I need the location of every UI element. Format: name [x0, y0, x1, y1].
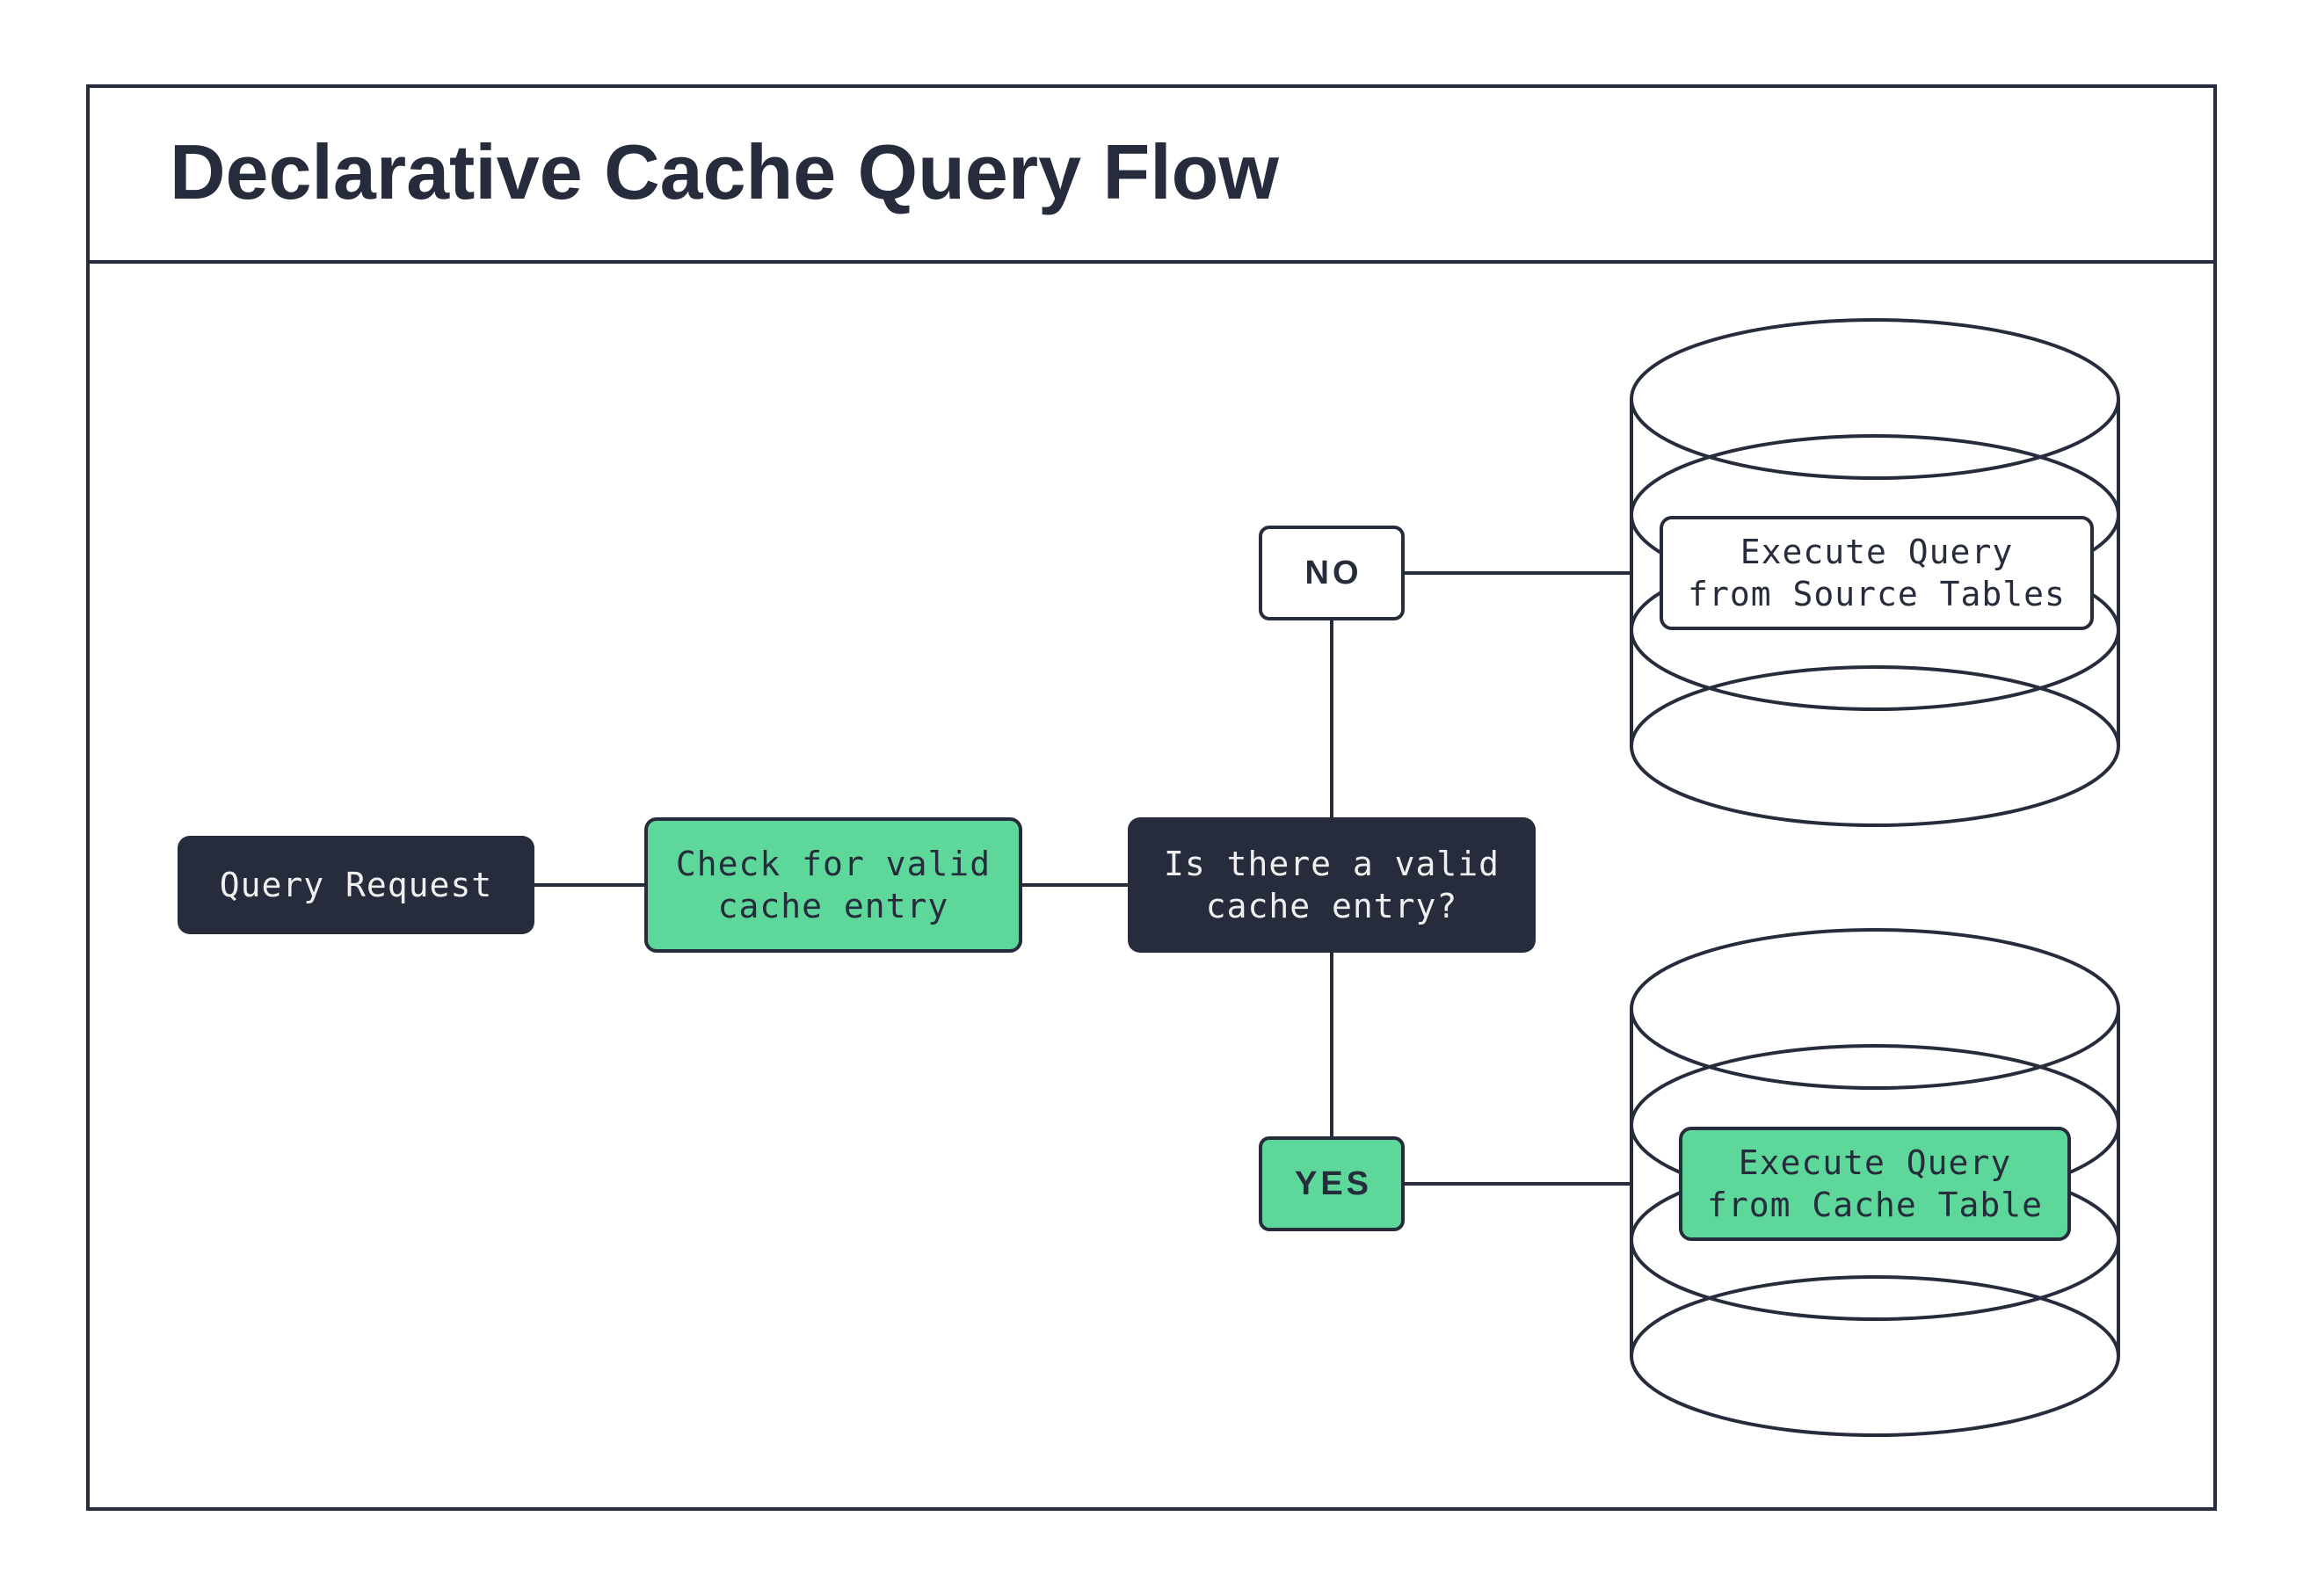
node-execute-source-tables: Execute Query from Source Tables: [1660, 516, 2094, 630]
node-decision-valid-cache: Is there a valid cache entry?: [1128, 817, 1536, 953]
branch-label-yes: YES: [1259, 1136, 1405, 1231]
outer-frame: [86, 84, 2217, 1511]
node-execute-cache-table-label: Execute Query from Cache Table: [1706, 1143, 2044, 1224]
node-query-request: Query Request: [178, 836, 534, 934]
node-execute-source-tables-label: Execute Query from Source Tables: [1688, 533, 2066, 613]
header-band: Declarative Cache Query Flow: [86, 84, 2217, 264]
node-check-cache: Check for valid cache entry: [644, 817, 1022, 953]
branch-label-no: NO: [1259, 526, 1405, 620]
branch-label-yes-text: YES: [1294, 1165, 1373, 1202]
node-decision-label: Is there a valid cache entry?: [1163, 845, 1500, 925]
page-title: Declarative Cache Query Flow: [170, 128, 1279, 215]
branch-label-no-text: NO: [1304, 555, 1362, 591]
node-query-request-label: Query Request: [219, 866, 493, 904]
node-check-cache-label: Check for valid cache entry: [675, 845, 992, 925]
node-execute-cache-table: Execute Query from Cache Table: [1679, 1127, 2071, 1241]
